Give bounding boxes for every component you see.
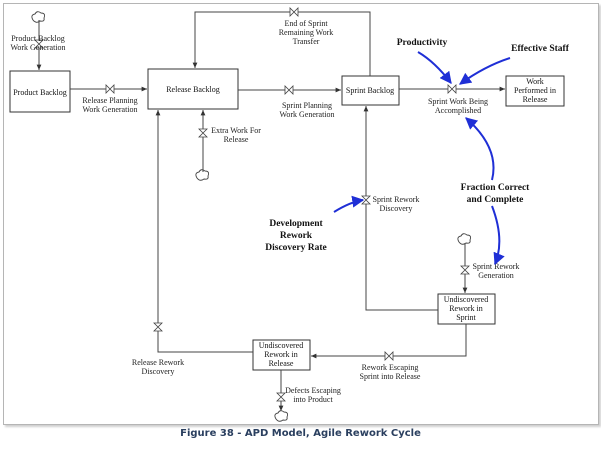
influence-label-development-rework: Development Rework Discovery Rate bbox=[265, 219, 326, 253]
flow-label-rework-escaping-line2: Sprint into Release bbox=[360, 372, 421, 381]
valve-icon-release-planning bbox=[105, 84, 115, 94]
stock-product-backlog-label: Product Backlog bbox=[13, 88, 67, 97]
valve-icon-defects-escaping bbox=[276, 392, 286, 402]
flow-label-sprint-rework-discovery: Sprint Rework Discovery bbox=[373, 195, 420, 213]
stock-work-performed-line3: Release bbox=[523, 95, 548, 104]
flow-label-sprint-rework-generation-line1: Sprint Rework bbox=[473, 262, 520, 271]
cloud-icon-rework-source bbox=[457, 233, 472, 245]
flow-label-product-backlog-generation: Product Backlog Work Generation bbox=[10, 34, 65, 52]
valve-icon-product bbox=[34, 39, 44, 49]
flow-label-release-planning-line1: Release Planning bbox=[82, 96, 137, 105]
stock-undiscovered-release-line1: Undiscovered bbox=[259, 341, 303, 350]
flow-label-rework-escaping-line1: Rework Escaping bbox=[362, 363, 419, 372]
cloud-icon-defects-sink bbox=[274, 410, 289, 422]
influence-label-development-line1: Development bbox=[269, 219, 323, 229]
valve-icon-sprint-rework-discovery bbox=[361, 195, 371, 205]
stock-undiscovered-release: Undiscovered Rework in Release bbox=[252, 339, 311, 371]
flow-label-sprint-planning-line1: Sprint Planning bbox=[282, 101, 332, 110]
flow-label-product-line2: Work Generation bbox=[10, 43, 65, 52]
flow-label-sprint-work: Sprint Work Being Accomplished bbox=[428, 97, 488, 115]
flow-label-release-rework-line1: Release Rework bbox=[132, 358, 184, 367]
flow-label-release-planning-line2: Work Generation bbox=[82, 105, 137, 114]
flow-label-release-planning: Release Planning Work Generation bbox=[82, 96, 137, 114]
valve-icon-sprint-planning bbox=[284, 85, 294, 95]
flow-label-product-line1: Product Backlog bbox=[11, 34, 65, 43]
flow-label-sprint-work-line2: Accomplished bbox=[435, 106, 481, 115]
valve-icons bbox=[34, 7, 470, 402]
stock-release-backlog: Release Backlog bbox=[147, 68, 239, 110]
influence-arrow-productivity bbox=[417, 51, 452, 84]
stock-undiscovered-sprint-line3: Sprint bbox=[456, 313, 476, 322]
influence-label-fraction-line1: Fraction Correct bbox=[461, 183, 531, 193]
valve-icon-end-of-sprint bbox=[289, 7, 299, 17]
valve-icon-sprint-work bbox=[447, 84, 457, 94]
flow-label-end-of-sprint-line1: End of Sprint bbox=[284, 19, 328, 28]
flow-label-release-rework-discovery: Release Rework Discovery bbox=[132, 358, 184, 376]
influence-arrow-fraction-to-generation bbox=[491, 205, 505, 266]
flow-rework-escaping bbox=[311, 324, 467, 359]
flow-label-release-rework-line2: Discovery bbox=[142, 367, 175, 376]
influence-label-development-line2: Rework bbox=[280, 231, 313, 241]
flow-sprint-rework-discovery bbox=[363, 106, 438, 311]
stock-product-backlog: Product Backlog bbox=[9, 70, 71, 113]
stock-undiscovered-release-line3: Release bbox=[269, 359, 294, 368]
flow-label-extra-work-line2: Release bbox=[224, 135, 249, 144]
flow-label-end-of-sprint: End of Sprint Remaining Work Transfer bbox=[279, 19, 334, 46]
stock-undiscovered-sprint: Undiscovered Rework in Sprint bbox=[437, 293, 496, 325]
valve-icon-release-rework bbox=[153, 322, 163, 332]
valve-icon-extra-work bbox=[198, 128, 208, 138]
stock-work-performed: Work Performed in Release bbox=[505, 75, 565, 107]
stock-undiscovered-release-line2: Rework in bbox=[264, 350, 298, 359]
flow-label-rework-escaping: Rework Escaping Sprint into Release bbox=[360, 363, 421, 381]
flow-label-extra-work-line1: Extra Work For bbox=[211, 126, 261, 135]
valve-icon-sprint-rework-generation bbox=[460, 265, 470, 275]
flow-label-sprint-rework-generation: Sprint Rework Generation bbox=[473, 262, 520, 280]
influence-label-productivity: Productivity bbox=[397, 38, 448, 48]
flow-release-rework-discovery bbox=[155, 110, 253, 353]
flow-label-extra-work: Extra Work For Release bbox=[211, 126, 261, 144]
influence-label-fraction-line2: and Complete bbox=[467, 195, 524, 205]
flow-label-sprint-planning-line2: Work Generation bbox=[279, 110, 334, 119]
stock-undiscovered-sprint-line1: Undiscovered bbox=[444, 295, 488, 304]
influence-arrow-effective-staff bbox=[459, 57, 511, 85]
cloud-icon-product-source bbox=[31, 11, 46, 23]
flow-label-sprint-rework-generation-line2: Generation bbox=[478, 271, 514, 280]
flow-label-defects-escaping-line2: into Product bbox=[293, 395, 333, 404]
cloud-icon-extra-work-source bbox=[195, 169, 210, 181]
flow-label-sprint-work-line1: Sprint Work Being bbox=[428, 97, 488, 106]
flow-label-defects-escaping: Defects Escaping into Product bbox=[285, 386, 341, 404]
flow-label-defects-escaping-line1: Defects Escaping bbox=[285, 386, 341, 395]
flow-end-of-sprint bbox=[192, 11, 371, 76]
flow-label-sprint-rework-discovery-line2: Discovery bbox=[380, 204, 413, 213]
stock-work-performed-line2: Performed in bbox=[514, 86, 556, 95]
influence-arrow-fraction-to-work bbox=[465, 117, 495, 181]
stock-sprint-backlog-label: Sprint Backlog bbox=[346, 86, 394, 95]
flow-label-sprint-planning: Sprint Planning Work Generation bbox=[279, 101, 334, 119]
flow-label-sprint-rework-discovery-line1: Sprint Rework bbox=[373, 195, 420, 204]
stock-release-backlog-label: Release Backlog bbox=[166, 85, 220, 94]
stock-undiscovered-sprint-line2: Rework in bbox=[449, 304, 483, 313]
influence-arrow-development-rework bbox=[333, 195, 365, 213]
influence-label-fraction-correct: Fraction Correct and Complete bbox=[461, 183, 531, 205]
flow-label-end-of-sprint-line2: Remaining Work bbox=[279, 28, 334, 37]
influence-label-effective-staff: Effective Staff bbox=[511, 44, 570, 54]
influence-label-development-line3: Discovery Rate bbox=[265, 243, 326, 253]
valve-icon-rework-escaping bbox=[384, 351, 394, 361]
stock-work-performed-line1: Work bbox=[526, 77, 544, 86]
stock-sprint-backlog: Sprint Backlog bbox=[341, 75, 400, 106]
figure-caption: Figure 38 - APD Model, Agile Rework Cycl… bbox=[180, 428, 421, 439]
flow-label-end-of-sprint-line3: Transfer bbox=[293, 37, 320, 46]
